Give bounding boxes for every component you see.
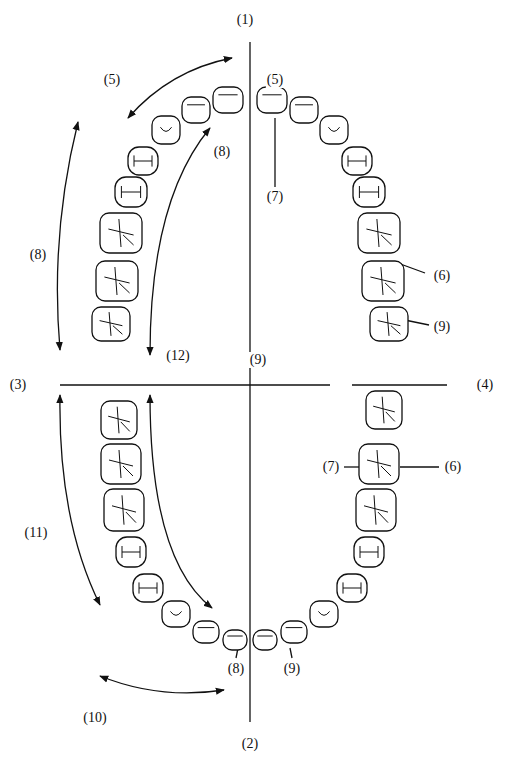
tooth-groove	[370, 267, 395, 295]
tooth-outline	[320, 116, 348, 144]
tooth-outline	[213, 87, 243, 113]
callout-number: (9)	[433, 319, 451, 335]
callout-number: (3)	[9, 377, 27, 393]
tooth-outline	[100, 213, 142, 253]
tooth-groove	[360, 546, 378, 558]
tooth-outline	[281, 621, 307, 643]
occlusal-line	[352, 384, 447, 385]
tooth-groove	[348, 155, 366, 166]
callout-number: (7)	[322, 459, 340, 475]
callout-number: (11)	[24, 525, 49, 541]
tooth-groove	[100, 312, 123, 336]
tooth-groove	[122, 546, 140, 558]
tooth-groove	[139, 582, 157, 593]
tooth-groove	[295, 104, 313, 105]
tooth-groove	[121, 186, 140, 198]
tooth-outline	[128, 147, 158, 175]
callout-number: (2)	[241, 736, 259, 752]
tooth-outline	[162, 601, 190, 627]
tooth-groove	[367, 450, 391, 478]
callout-number: (6)	[444, 459, 462, 475]
tooth-groove	[359, 186, 378, 198]
tooth-groove	[318, 611, 329, 615]
callout-number: (9)	[283, 661, 301, 677]
tooth-outline	[353, 177, 385, 207]
tooth-groove	[160, 127, 171, 131]
tooth-groove	[262, 94, 281, 95]
tooth-outline	[104, 489, 144, 531]
callout-number: (5)	[103, 72, 121, 88]
midline	[249, 42, 250, 722]
tooth-groove	[286, 627, 303, 628]
tooth-groove	[366, 219, 391, 247]
tooth-outline	[101, 401, 137, 439]
tooth-groove	[364, 495, 388, 524]
callout-number: (10)	[82, 710, 107, 726]
tooth-outline	[133, 574, 163, 602]
callout-number: (1)	[236, 12, 254, 28]
tooth-outline	[359, 444, 399, 484]
tooth-outline	[362, 261, 404, 301]
tooth-groove	[104, 267, 129, 295]
callout-number: (6)	[433, 268, 451, 284]
tooth-outline	[253, 630, 277, 650]
tooth-groove	[170, 611, 181, 615]
tooth-groove	[378, 312, 401, 336]
tooth-groove	[108, 407, 130, 434]
callout-number: (8)	[213, 144, 231, 160]
range-arrow	[150, 128, 210, 355]
tooth-outline	[115, 177, 147, 207]
tooth-outline	[358, 213, 400, 253]
tooth-outline	[342, 147, 372, 175]
callout-number: (4)	[476, 377, 494, 393]
leader-line	[290, 648, 292, 658]
callout-number: (8)	[227, 661, 245, 677]
tooth-outline	[310, 601, 338, 627]
tooth-outline	[354, 537, 384, 567]
tooth-outline	[337, 574, 367, 602]
callout-number: (9)	[249, 352, 267, 368]
tooth-outline	[290, 97, 318, 123]
callout-number: (7)	[266, 189, 284, 205]
tooth-groove	[218, 94, 237, 95]
range-arrow	[100, 676, 224, 693]
callout-number: (12)	[165, 348, 190, 364]
tooth-groove	[328, 127, 339, 131]
tooth-groove	[109, 450, 133, 478]
occlusal-line	[60, 384, 330, 385]
tooth-outline	[257, 87, 287, 113]
tooth-outline	[152, 116, 180, 144]
tooth-groove	[112, 495, 136, 524]
tooth-outline	[370, 307, 408, 341]
tooth-groove	[257, 636, 272, 637]
tooth-outline	[101, 444, 141, 484]
callout-number: (5)	[266, 72, 284, 88]
leader-line	[274, 118, 275, 187]
leader-line	[344, 466, 360, 467]
tooth-outline	[193, 621, 219, 643]
tooth-outline	[116, 537, 146, 567]
tooth-outline	[92, 307, 130, 341]
callout-number: (8)	[29, 247, 47, 263]
tooth-groove	[134, 155, 152, 166]
tooth-groove	[187, 104, 205, 105]
tooth-groove	[343, 582, 361, 593]
tooth-groove	[108, 219, 133, 247]
leader-line	[400, 466, 439, 467]
tooth-groove	[227, 636, 242, 637]
tooth-outline	[366, 391, 402, 429]
tooth-groove	[373, 397, 395, 424]
tooth-outline	[96, 261, 138, 301]
tooth-outline	[223, 630, 247, 650]
tooth-groove	[198, 627, 215, 628]
range-arrow	[57, 122, 78, 350]
tooth-outline	[182, 97, 210, 123]
tooth-outline	[356, 489, 396, 531]
range-arrow	[60, 395, 100, 605]
